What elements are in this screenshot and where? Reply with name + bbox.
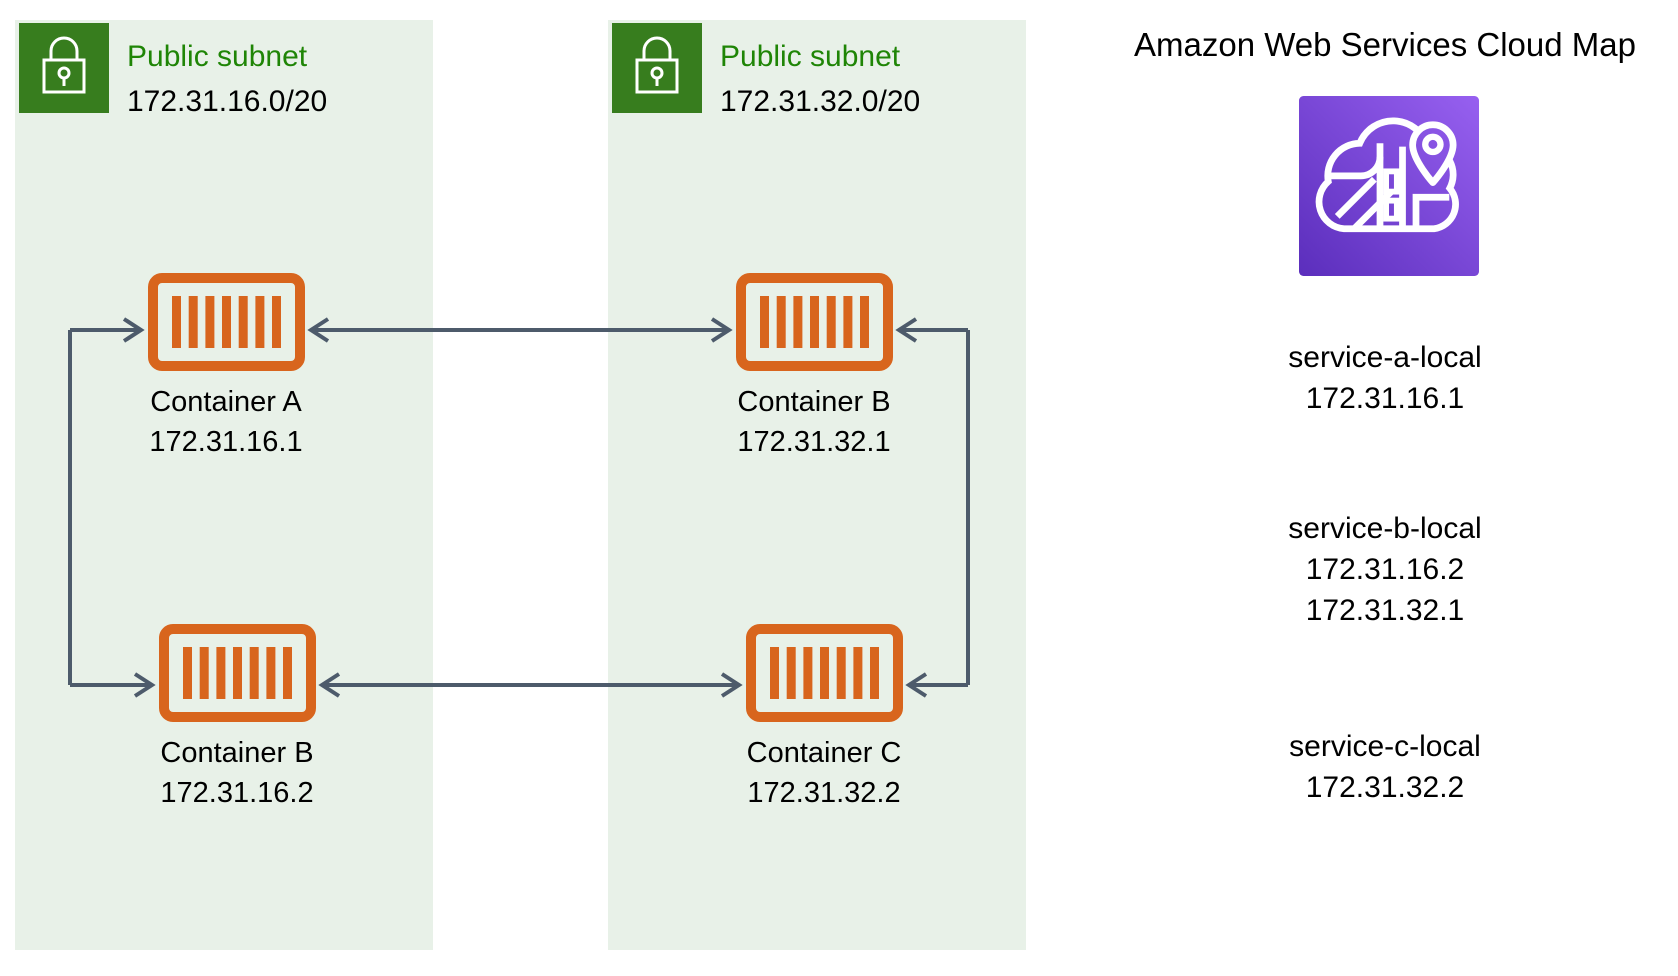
container-ip: 172.31.32.2 [747, 777, 901, 809]
cloud-map-title: Amazon Web Services Cloud Map [1134, 26, 1636, 63]
container-name: Container B [160, 737, 314, 769]
service-name: service-c-local [1289, 730, 1481, 763]
container-node-c: Container C 172.31.32.2 [714, 624, 934, 813]
container-name: Container C [746, 737, 902, 769]
service-ip: 172.31.16.2 [1305, 553, 1465, 586]
subnet-cidr: 172.31.16.0/20 [127, 85, 328, 118]
container-icon [745, 624, 903, 722]
container-icon [147, 273, 305, 371]
container-name: Container A [150, 386, 302, 418]
service-entry-a: service-a-local 172.31.16.1 [1095, 337, 1675, 419]
container-ip: 172.31.16.2 [160, 777, 314, 809]
service-ip: 172.31.32.1 [1305, 594, 1465, 627]
service-name: service-a-local [1288, 341, 1482, 374]
container-ip: 172.31.32.1 [737, 426, 891, 458]
container-name: Container B [737, 386, 891, 418]
subnet-cidr: 172.31.32.0/20 [720, 85, 921, 118]
subnet-label: Public subnet [720, 40, 901, 73]
aws-cloud-map-icon [1299, 96, 1479, 276]
service-entry-b: service-b-local 172.31.16.2 172.31.32.1 [1095, 508, 1675, 631]
subnet-box-1: Public subnet 172.31.16.0/20 [15, 20, 433, 950]
service-ip: 172.31.16.1 [1305, 382, 1465, 415]
public-subnet-lock-icon [19, 23, 109, 113]
container-node-a: Container A 172.31.16.1 [116, 273, 336, 462]
subnet-box-2: Public subnet 172.31.32.0/20 [608, 20, 1026, 950]
container-node-b-left: Container B 172.31.16.2 [127, 624, 347, 813]
container-icon [158, 624, 316, 722]
subnet-label: Public subnet [127, 40, 308, 73]
container-ip: 172.31.16.1 [149, 426, 303, 458]
service-name: service-b-local [1288, 512, 1482, 545]
container-node-b-right: Container B 172.31.32.1 [704, 273, 924, 462]
service-entry-c: service-c-local 172.31.32.2 [1095, 726, 1675, 808]
container-icon [735, 273, 893, 371]
public-subnet-lock-icon [612, 23, 702, 113]
service-ip: 172.31.32.2 [1305, 771, 1465, 804]
